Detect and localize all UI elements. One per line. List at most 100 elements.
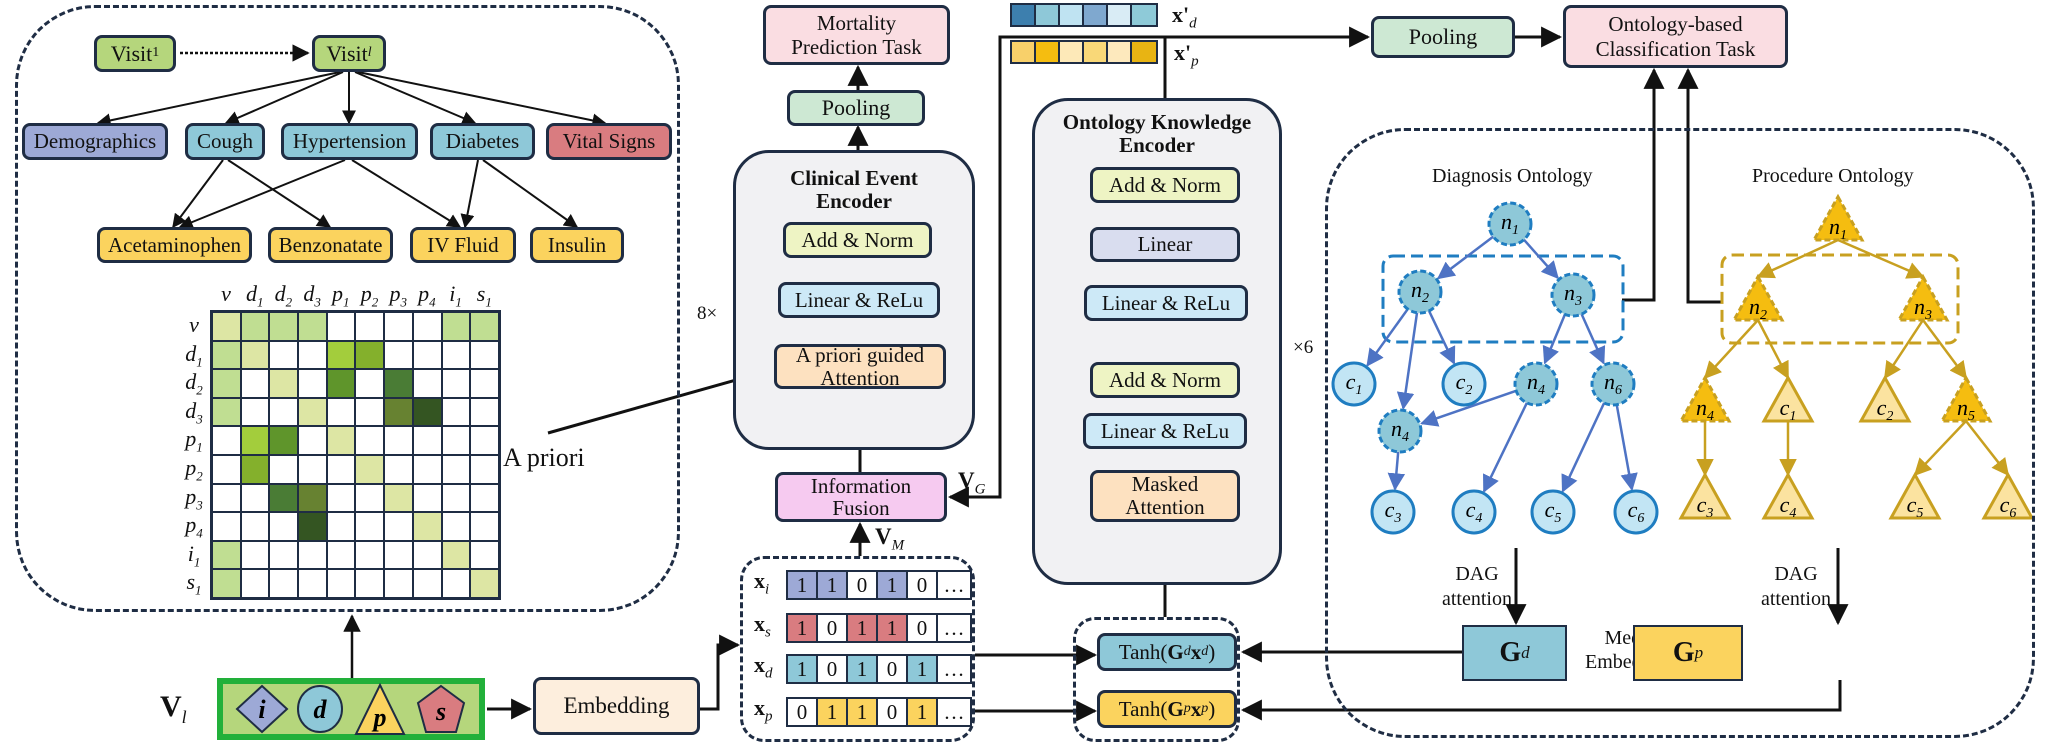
bar-cell <box>1084 42 1108 62</box>
diagnosis-edge <box>1436 235 1494 280</box>
vector-cell: 1 <box>848 699 878 725</box>
matrix-col-label: d2 <box>274 281 293 310</box>
med-benzonatate: Benzonatate <box>268 227 393 263</box>
matrix-cell <box>470 540 499 570</box>
category-hypertension: Hypertension <box>281 123 418 160</box>
matrix-col-label: s1 <box>476 281 492 310</box>
edge-diabetes-insulin <box>482 159 579 228</box>
vector-cell: 1 <box>818 572 848 598</box>
matrix-cell <box>269 569 299 598</box>
matrix-cell <box>212 312 241 341</box>
matrix-cell <box>412 312 442 341</box>
matrix-col-label: d3 <box>303 281 321 310</box>
svg-text:s: s <box>435 697 446 726</box>
matrix-cell <box>355 454 385 484</box>
ontology-add-norm-top: Add & Norm <box>1090 167 1240 203</box>
edge-hypertension-acetaminophen <box>178 159 346 229</box>
matrix-row-label: p2 <box>185 455 203 484</box>
matrix-cell <box>326 512 356 541</box>
matrix-cell <box>298 483 327 513</box>
diagnosis-edge <box>1482 402 1528 493</box>
matrix-cell <box>298 369 327 398</box>
bar-cell <box>1084 5 1108 25</box>
matrix-col-label: p2 <box>360 281 379 310</box>
vector-cell: … <box>938 656 970 682</box>
diagnosis-edge <box>1387 451 1406 491</box>
matrix-cell <box>212 426 241 455</box>
matrix-cell <box>269 512 299 541</box>
matrix-cell <box>298 512 327 541</box>
matrix-cell <box>470 454 499 484</box>
matrix-cell <box>470 397 499 427</box>
matrix-cell <box>326 397 356 427</box>
matrix-cell <box>355 340 385 370</box>
matrix-cell <box>240 569 270 598</box>
procedure-edge <box>1837 238 1925 279</box>
matrix-cell <box>355 512 385 541</box>
category-demographics: Demographics <box>22 123 168 160</box>
edge-hypertension-ivfluid <box>351 159 462 228</box>
matrix-cell <box>212 397 241 427</box>
vector-cell: 1 <box>908 699 938 725</box>
matrix-cell <box>212 454 241 484</box>
bar-cell <box>1036 42 1060 62</box>
vector-cell: 1 <box>878 572 908 598</box>
vector-cell: 1 <box>848 656 878 682</box>
vector-label: xd <box>754 652 773 682</box>
diagnosis-node-n4a <box>1513 361 1559 407</box>
procedure-edge <box>1965 420 2010 477</box>
diagnosis-edge <box>1615 404 1638 492</box>
matrix-cell <box>384 340 413 370</box>
clinical-linear-relu: Linear & ReLu <box>778 282 940 318</box>
procedure-edge <box>1921 319 1968 380</box>
matrix-row-label: p4 <box>185 512 203 541</box>
diagnosis-node-c6 <box>1613 489 1659 535</box>
edge-diabetes-ivfluid <box>460 159 479 229</box>
matrix-cell <box>326 426 356 455</box>
matrix-cell <box>441 369 471 398</box>
bar-cell <box>1132 42 1156 62</box>
matrix-col-label: v <box>221 281 231 306</box>
category-cough: Cough <box>185 123 265 160</box>
arrow-embedding-to-vectors <box>700 634 741 711</box>
matrix-cell <box>441 454 471 484</box>
procedure-node-c5 <box>1888 471 1942 520</box>
vector-cell: 0 <box>818 615 848 641</box>
vector-cell: 0 <box>878 699 908 725</box>
matrix-cell <box>326 540 356 570</box>
diagnosis-node-n4b <box>1377 408 1423 454</box>
med-acetaminophen: Acetaminophen <box>97 227 252 263</box>
matrix-cell <box>298 397 327 427</box>
procedure-node-c6 <box>1981 471 2035 520</box>
matrix-cell <box>412 512 442 541</box>
med-iv-fluid: IV Fluid <box>410 227 516 263</box>
matrix-cell <box>412 540 442 570</box>
matrix-row-label: p3 <box>185 483 203 512</box>
bar-cell <box>1132 5 1156 25</box>
matrix-cell <box>470 369 499 398</box>
input-visit-label: Vl <box>160 690 187 727</box>
pentagon-icon: s <box>416 684 466 733</box>
diagnosis-node-n6 <box>1590 361 1636 407</box>
vector-cell: 0 <box>908 615 938 641</box>
edge-cough-benzonatate <box>227 159 332 228</box>
diamond-icon: i <box>235 684 289 734</box>
diagnosis-node-n2 <box>1397 269 1443 315</box>
matrix-cell <box>441 312 471 341</box>
bar-cell <box>1036 5 1060 25</box>
matrix-cell <box>269 340 299 370</box>
matrix-cell <box>240 426 270 455</box>
matrix-cell <box>384 369 413 398</box>
procedure-level-group <box>1720 253 1960 345</box>
vector-cell: … <box>938 615 970 641</box>
procedure-edge <box>1703 319 1759 380</box>
input-icons: i d p s <box>235 682 466 735</box>
vector-cell: 1 <box>788 572 818 598</box>
